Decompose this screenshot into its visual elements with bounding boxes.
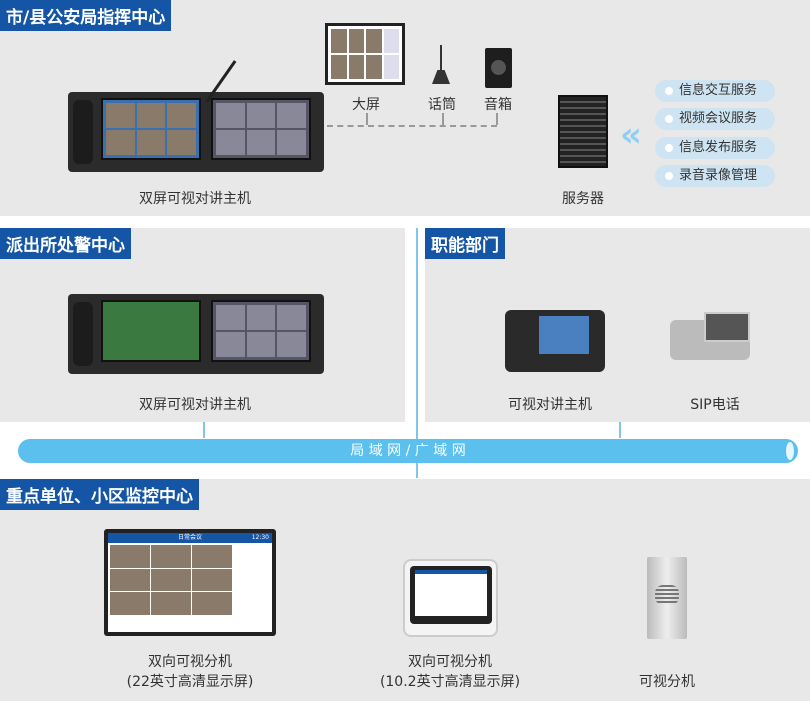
connection-line — [327, 125, 497, 127]
service-item: 信息发布服务 — [655, 137, 775, 159]
speaker-icon — [485, 48, 512, 88]
section-title: 职能部门 — [425, 228, 505, 259]
network-bus: 局 域 网 / 广 域 网 — [18, 439, 798, 463]
connection-drop — [496, 113, 498, 125]
department-panel: 职能部门 可视对讲主机 SIP电话 — [425, 228, 810, 422]
console-screen-right — [211, 300, 311, 362]
network-drop — [619, 422, 621, 438]
service-item: 视频会议服务 — [655, 108, 775, 130]
device-name: 双向可视分机 — [148, 654, 232, 670]
dual-screen-console — [68, 294, 324, 374]
big-screen-icon — [325, 23, 405, 85]
network-label: 局 域 网 / 广 域 网 — [350, 443, 466, 459]
service-item: 信息交互服务 — [655, 80, 775, 102]
screen-time: 12:30 — [251, 534, 269, 541]
microphone-label: 话筒 — [428, 97, 456, 113]
section-title: 重点单位、小区监控中心 — [0, 479, 199, 510]
dual-screen-console — [68, 92, 324, 172]
connection-drop — [442, 113, 444, 125]
screen-title: 日常会议 — [177, 534, 202, 541]
console-screen-right — [211, 98, 311, 160]
city-command-panel: 市/县公安局指挥中心 双屏可视对讲主机 大屏 话筒 音箱 服务器 « 信息交互服… — [0, 0, 810, 216]
video-extension-icon — [647, 557, 687, 639]
device-spec: (22英寸高清显示屏) — [126, 674, 254, 690]
intercom-host-icon — [505, 310, 605, 372]
console-screen-left — [101, 98, 201, 160]
intercom-host-label: 可视对讲主机 — [508, 397, 592, 413]
handset-icon — [73, 100, 93, 164]
big-screen-label: 大屏 — [352, 97, 380, 113]
handset-icon — [73, 302, 93, 366]
monitoring-center-panel: 重点单位、小区监控中心 日常会议 12:30 双向可视分机 (22英寸高清显示屏)… — [0, 479, 810, 701]
microphone-stem — [440, 45, 442, 73]
microphone-icon — [432, 70, 450, 84]
server-label: 服务器 — [562, 191, 604, 207]
console-label: 双屏可视对讲主机 — [139, 397, 251, 413]
console-label: 双屏可视对讲主机 — [139, 191, 251, 207]
device-spec: (10.2英寸高清显示屏) — [379, 674, 521, 690]
section-title: 市/县公安局指挥中心 — [0, 0, 172, 31]
service-item: 录音录像管理 — [655, 165, 775, 187]
device-name: 可视分机 — [639, 674, 695, 690]
network-drop — [203, 422, 205, 438]
device-name: 双向可视分机 — [408, 654, 492, 670]
server-icon — [558, 95, 608, 168]
terminal-22inch-icon: 日常会议 12:30 — [104, 529, 276, 636]
console-screen-left — [101, 300, 201, 362]
sip-phone-icon — [670, 312, 750, 360]
sip-phone-label: SIP电话 — [690, 397, 740, 413]
divider-line — [416, 228, 418, 478]
connection-drop — [366, 113, 368, 125]
police-station-panel: 派出所处警中心 双屏可视对讲主机 — [0, 228, 405, 422]
chevron-left-icon: « — [620, 115, 642, 155]
terminal-10inch-icon — [403, 559, 498, 637]
section-title: 派出所处警中心 — [0, 228, 131, 259]
speaker-label: 音箱 — [484, 97, 512, 113]
